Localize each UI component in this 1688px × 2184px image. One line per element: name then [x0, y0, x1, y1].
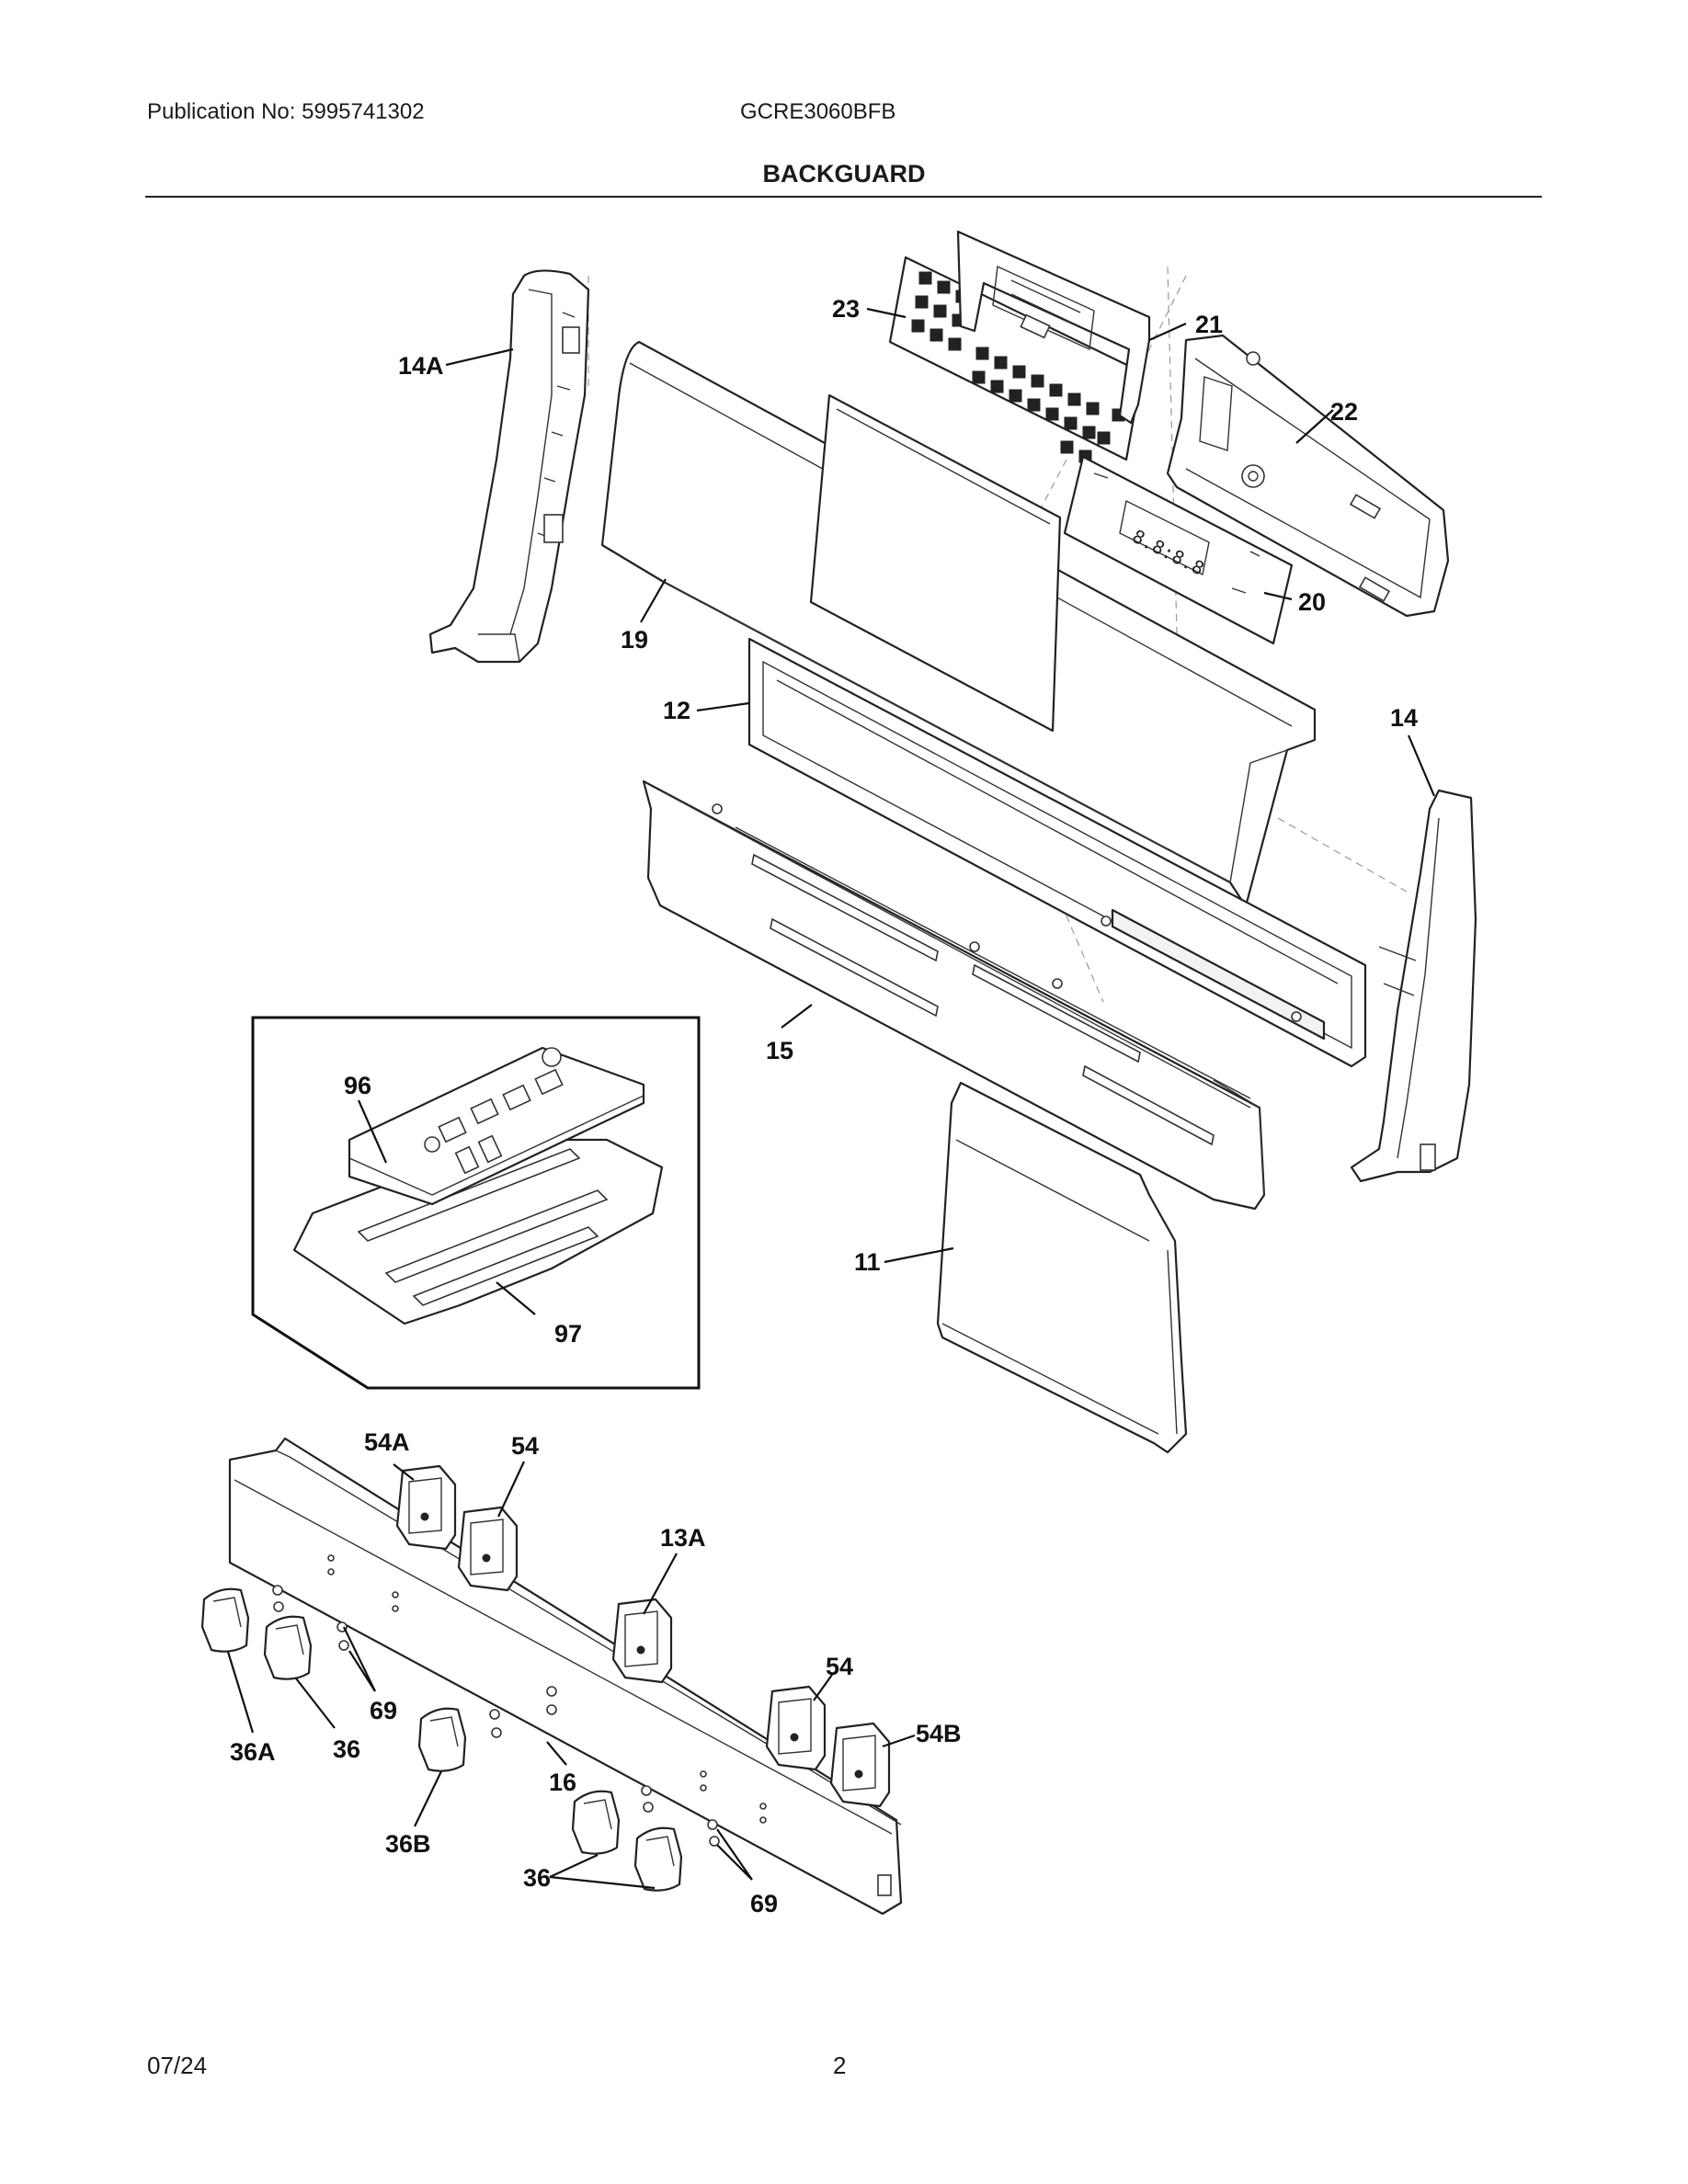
part-69-screws — [272, 1585, 720, 1847]
callout-22: 22 — [1330, 398, 1358, 426]
callout-97: 97 — [554, 1320, 582, 1348]
part-13A-switch — [611, 1598, 673, 1684]
part-16-console — [228, 1437, 903, 1916]
callout-69-upper: 69 — [370, 1697, 397, 1724]
keypad-buttons — [911, 271, 1125, 463]
part-11-rear-cover — [936, 1081, 1188, 1454]
callout-36B: 36B — [385, 1830, 431, 1858]
callout-36-lower: 36 — [523, 1864, 551, 1892]
callout-12: 12 — [663, 697, 690, 724]
part-36-knob-1 — [263, 1615, 313, 1680]
callout-labels: 23 21 22 14A 19 20 12 14 15 96 97 11 54A… — [230, 295, 1418, 1917]
part-22-display-housing — [1166, 334, 1450, 618]
callout-16: 16 — [549, 1769, 576, 1796]
callout-20: 20 — [1298, 588, 1326, 616]
footer-date: 07/24 — [147, 2052, 208, 2079]
part-20-display-board: 8.8:8.8 — [1063, 455, 1294, 645]
callout-11: 11 — [854, 1248, 881, 1276]
callout-54-upper: 54 — [511, 1432, 539, 1460]
part-54-switch-lower — [765, 1685, 827, 1771]
part-36B-knob — [417, 1707, 467, 1772]
part-12-window-frame — [747, 637, 1367, 1068]
part-36-knob-2 — [571, 1790, 621, 1855]
callout-14: 14 — [1390, 704, 1418, 732]
part-23-keypad-overlay — [888, 256, 1144, 463]
callout-leader-lines — [226, 307, 1436, 1890]
callout-13A: 13A — [660, 1524, 706, 1552]
part-54B-switch — [829, 1722, 891, 1808]
part-19-control-panel — [600, 340, 1317, 908]
callout-36-upper: 36 — [333, 1735, 360, 1763]
footer-page-number: 2 — [833, 2052, 847, 2079]
callout-54-lower: 54 — [826, 1653, 853, 1680]
callout-54B: 54B — [916, 1720, 962, 1747]
callout-15: 15 — [766, 1037, 793, 1064]
callout-21: 21 — [1195, 311, 1223, 338]
part-54-switch-upper — [457, 1506, 519, 1592]
part-15-mounting-bracket — [642, 779, 1266, 1211]
model-number: GCRE3060BFB — [740, 99, 896, 124]
callout-23: 23 — [832, 295, 860, 323]
part-54A-switch — [395, 1464, 457, 1551]
publication-number: Publication No: 5995741302 — [147, 99, 425, 124]
part-14-end-cap — [1350, 789, 1477, 1183]
part-36A-knob — [200, 1587, 250, 1653]
callout-14A: 14A — [398, 352, 444, 380]
part-21-keypad-bracket — [956, 230, 1151, 425]
callout-69-lower: 69 — [750, 1890, 778, 1917]
callout-19: 19 — [621, 626, 648, 654]
callout-54A: 54A — [364, 1428, 410, 1456]
callout-96: 96 — [344, 1072, 371, 1099]
part-36-knob-3 — [633, 1826, 683, 1892]
inset-control-board-assembly — [251, 1016, 701, 1390]
page-title: BACKGUARD — [762, 160, 926, 188]
part-14A-end-cap — [428, 269, 590, 664]
callout-36A: 36A — [230, 1738, 276, 1766]
header-divider — [145, 196, 1542, 198]
